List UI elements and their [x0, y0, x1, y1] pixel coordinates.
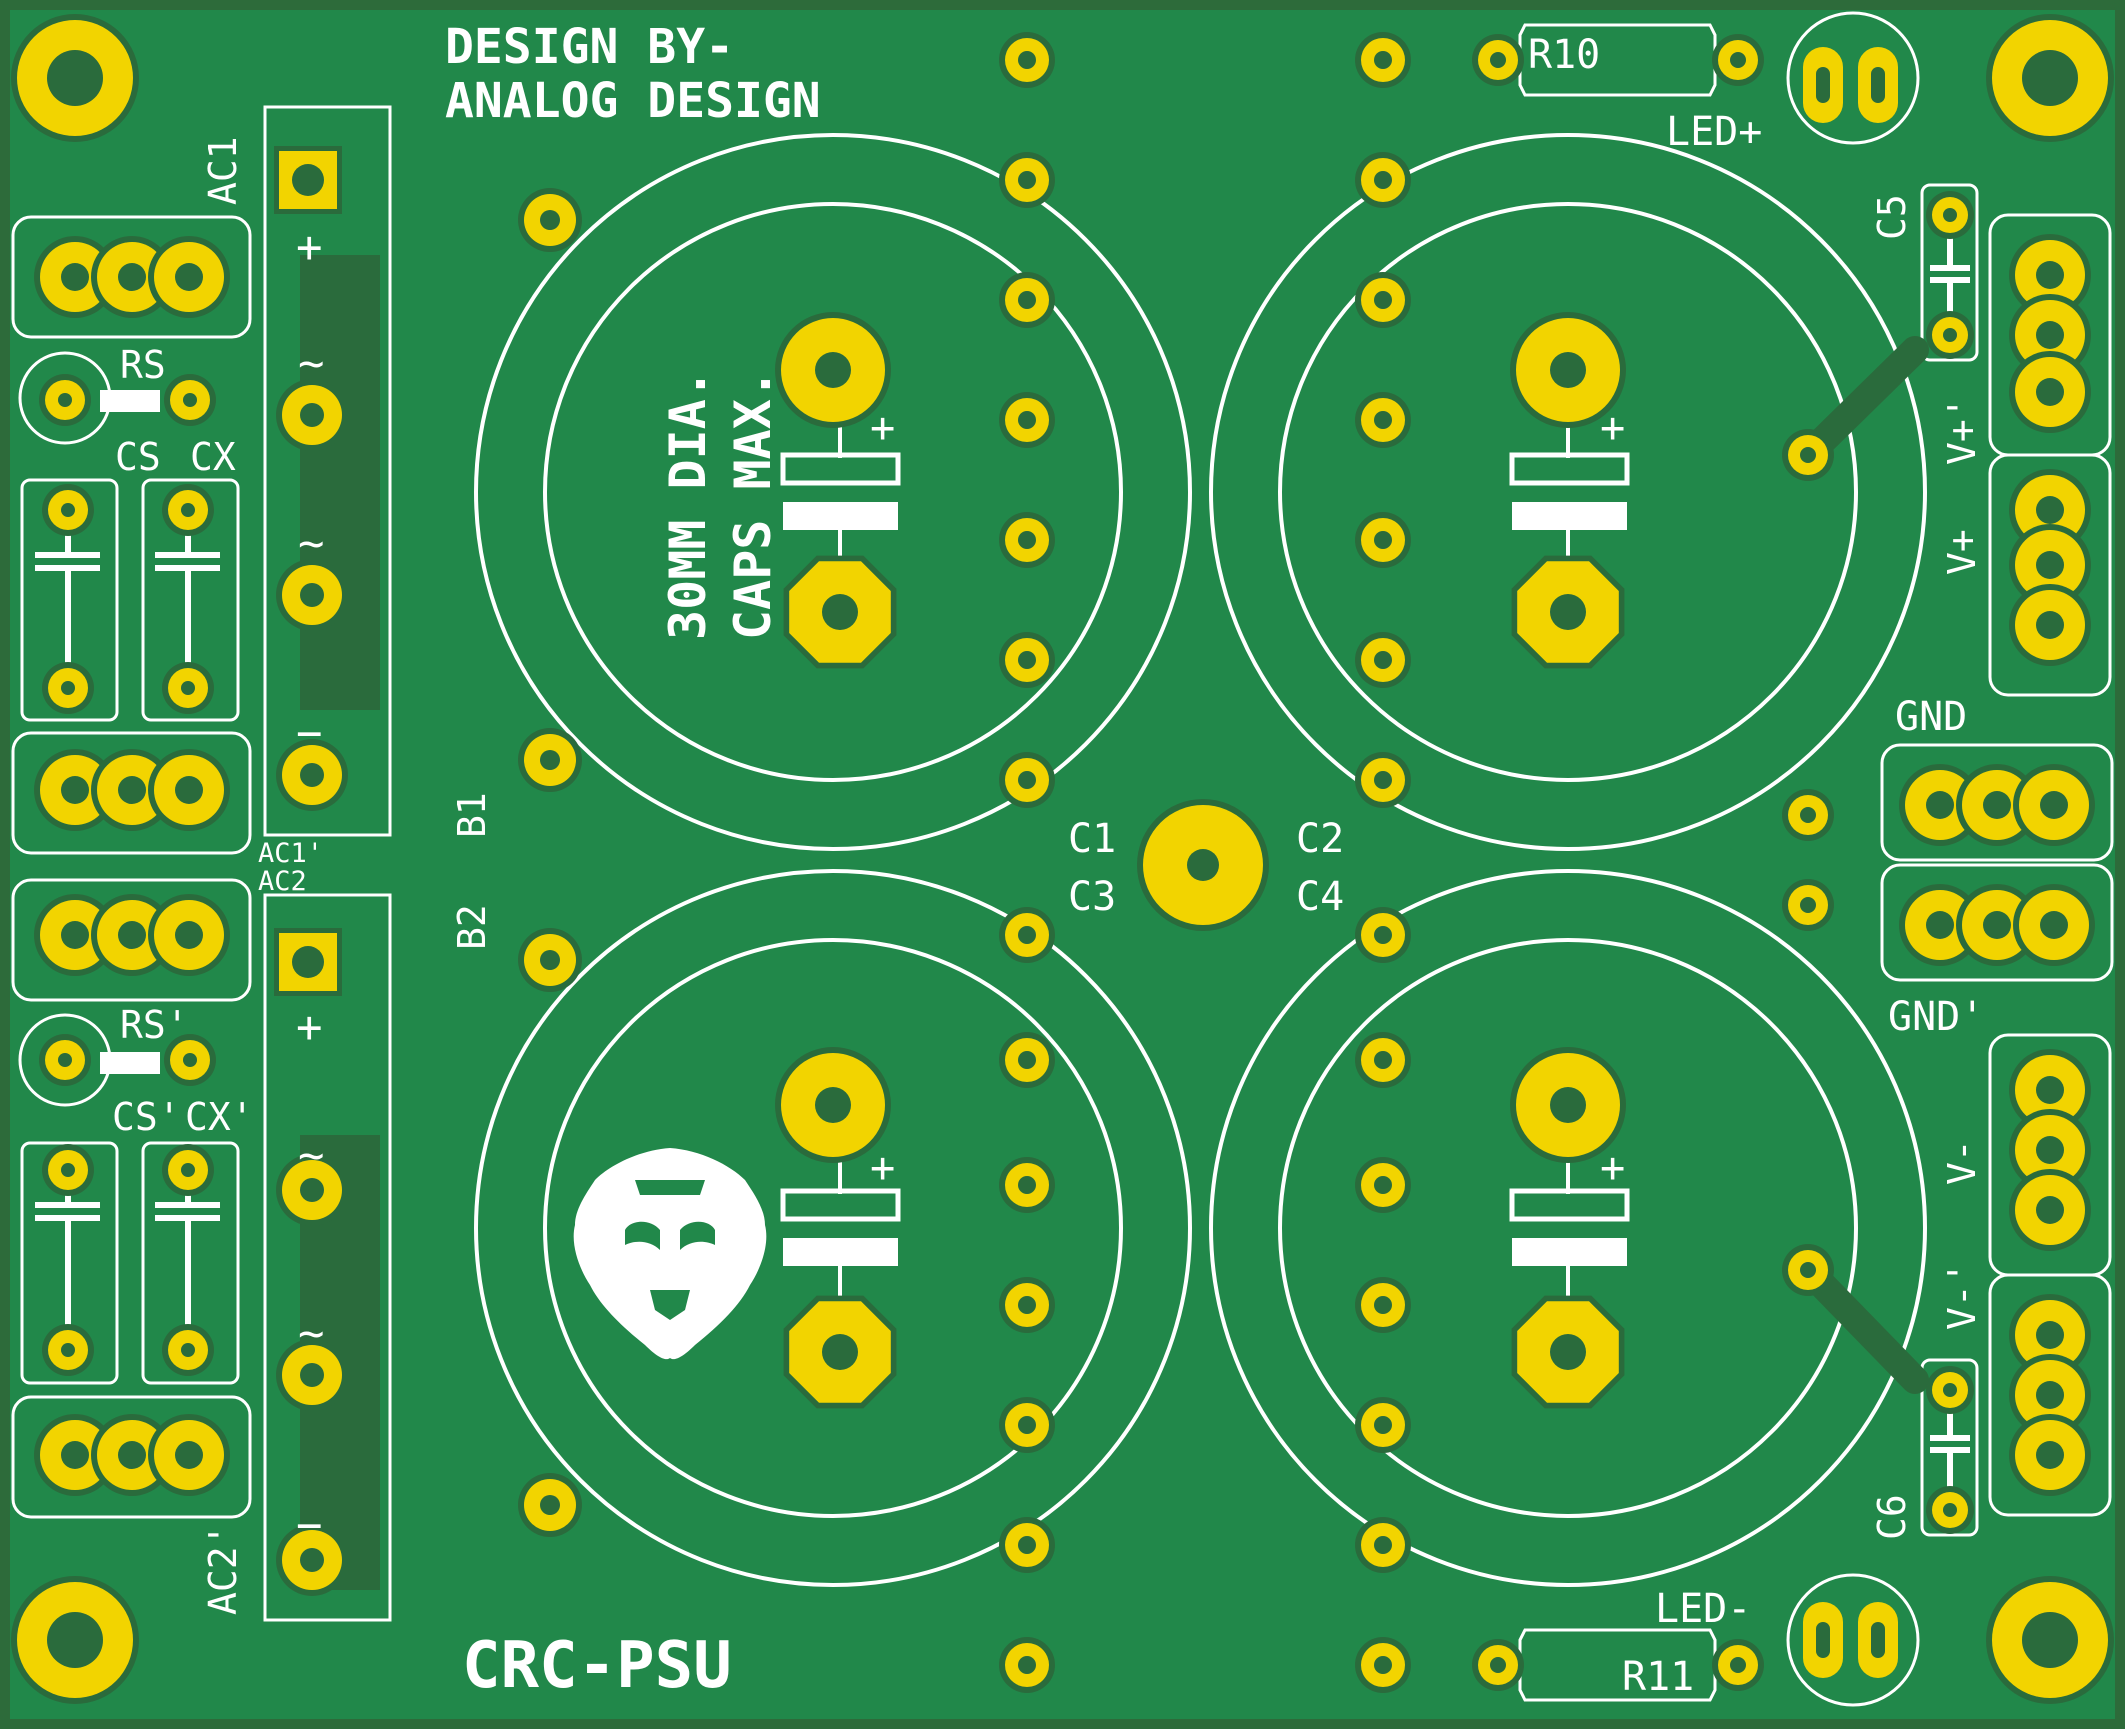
bridge1-minus: −: [296, 708, 323, 759]
cap-polarity-symbols: [780, 420, 1630, 1302]
bridge1-ac-a: ~: [298, 338, 325, 389]
right-connector-outlines: [1518, 11, 2114, 1707]
board-title: CRC-PSU: [462, 1629, 732, 1703]
label-cxp: CX': [185, 1095, 254, 1139]
cap-plus-marks: + + + +: [870, 403, 1625, 1192]
label-vplusp: V+': [1940, 396, 1984, 465]
label-ac2: AC2: [258, 866, 307, 897]
label-vminus: V-: [1940, 1139, 1984, 1185]
label-led-minus: LED-: [1655, 1586, 1751, 1632]
left-connector-outlines: [11, 215, 252, 1519]
rs-bars: [100, 390, 160, 1074]
label-gnd: GND: [1895, 694, 1967, 740]
label-c2: C2: [1296, 816, 1344, 862]
cap-c2-outline: [1209, 133, 1927, 851]
label-cx: CX: [190, 435, 236, 479]
label-ac1p: AC1': [258, 838, 323, 869]
bridge1-plus: +: [296, 222, 323, 273]
label-rsp: RS': [120, 1003, 189, 1047]
label-r11: R11: [1622, 1654, 1694, 1700]
label-ac2p: AC2': [201, 1523, 245, 1615]
bridge2-minus: −: [296, 1500, 323, 1551]
note-line2: CAPS MAX.: [724, 369, 782, 640]
cap-c3-symbol: [780, 1156, 901, 1302]
label-c4: C4: [1296, 874, 1344, 920]
lion-logo: [573, 1148, 767, 1360]
label-vplus: V+: [1940, 529, 1984, 575]
header-line1: DESIGN BY-: [445, 19, 734, 75]
label-c3: C3: [1068, 874, 1116, 920]
bridge-outlines: [263, 105, 392, 1622]
label-ac1: AC1: [201, 136, 245, 205]
label-rs: RS: [120, 343, 166, 387]
label-led-plus: LED+: [1666, 109, 1762, 155]
cap-c3-outline: [474, 869, 1192, 1587]
label-b1: B1: [450, 792, 494, 838]
label-cs: CS: [115, 435, 161, 479]
label-c1: C1: [1068, 816, 1116, 862]
silkscreen-text: DESIGN BY- ANALOG DESIGN CRC-PSU 30MM DI…: [112, 19, 1984, 1703]
cap-c4-symbol: [1509, 1156, 1630, 1302]
cap-c4-plus: +: [1600, 1143, 1625, 1192]
label-csp: CS': [112, 1095, 181, 1139]
bridge1-ac-b: ~: [298, 518, 325, 569]
c5-c6-symbols: [1930, 230, 1970, 1488]
header-line2: ANALOG DESIGN: [445, 73, 821, 129]
label-vminusp: V-': [1940, 1261, 1984, 1330]
cap-c2-symbol: [1509, 420, 1630, 566]
label-r10: R10: [1528, 32, 1600, 78]
bridge2-plus: +: [296, 1002, 323, 1053]
label-c5: C5: [1870, 194, 1914, 240]
pads: [11, 14, 2114, 1704]
label-gndp: GND': [1888, 994, 1984, 1040]
label-b2: B2: [450, 904, 494, 950]
note-line1: 30MM DIA.: [659, 369, 717, 640]
bridge2-ac-a: ~: [298, 1130, 325, 1181]
bridge2-ac-b: ~: [298, 1308, 325, 1359]
cap-c1-outline: [474, 133, 1192, 851]
cap-c1-plus: +: [870, 403, 895, 452]
cap-c4-outline: [1209, 869, 1927, 1587]
cap-c3-plus: +: [870, 1143, 895, 1192]
label-c6: C6: [1870, 1494, 1914, 1540]
